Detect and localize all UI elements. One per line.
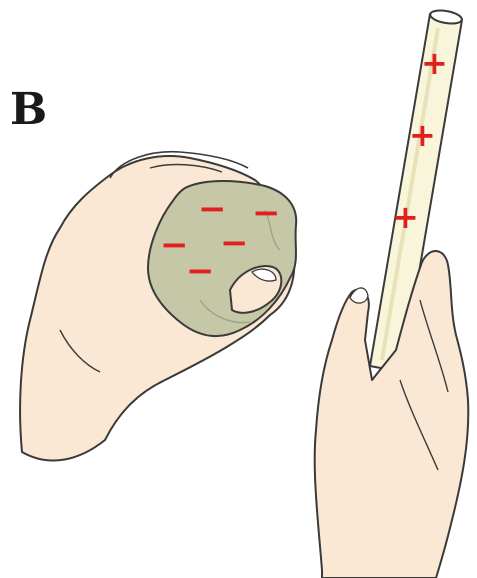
rod-charge-3: +	[392, 198, 419, 236]
rod-charge-2: +	[409, 116, 436, 154]
cloth-charge-5: −	[186, 251, 215, 291]
cloth-charge-4: −	[220, 223, 249, 263]
right-hand-thumbnail	[350, 288, 368, 303]
cloth-charge-3: −	[160, 225, 189, 265]
cloth-charge-2: −	[252, 193, 281, 233]
rod-charge-1: +	[421, 44, 448, 82]
